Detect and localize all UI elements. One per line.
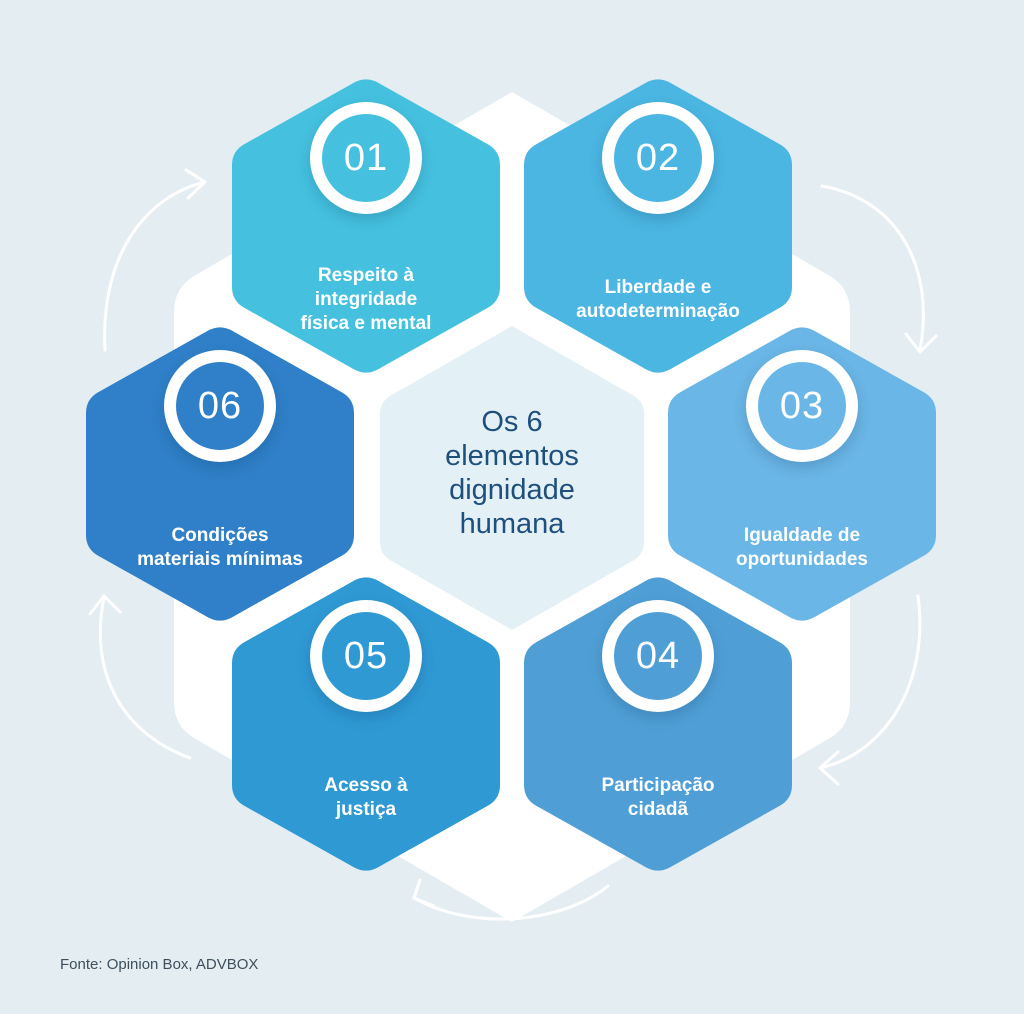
source-note: Fonte: Opinion Box, ADVBOX (60, 956, 259, 973)
element-label-02: Liberdade e autodeterminação (576, 277, 740, 322)
arrow-left (98, 596, 192, 760)
element-label-06: Condições materiais mínimas (137, 525, 303, 570)
number-badge-01: 01 (310, 102, 422, 214)
center-title: Os 6 elementos dignidade humana (445, 406, 579, 540)
element-label-05: Acesso à justiça (324, 775, 408, 820)
number-label: 03 (758, 362, 846, 450)
hexagon-05 (232, 577, 500, 871)
number-badge-03: 03 (746, 350, 858, 462)
number-badge-06: 06 (164, 350, 276, 462)
arrow-top-left (103, 180, 207, 352)
arrow-top-right (820, 184, 925, 352)
arrowhead-top-right (904, 332, 938, 354)
hexagon-06 (86, 327, 354, 621)
hexagon-01 (232, 79, 500, 373)
arrowhead-top-left (184, 168, 207, 200)
element-label-04: Participação cidadã (601, 775, 715, 820)
number-label: 01 (322, 114, 410, 202)
number-label: 04 (614, 612, 702, 700)
arrowhead-left (88, 594, 122, 616)
element-label-03: Igualdade de oportunidades (736, 525, 868, 570)
number-badge-05: 05 (310, 600, 422, 712)
number-badge-02: 02 (602, 102, 714, 214)
arrow-right (818, 594, 922, 770)
arrowhead-right (818, 750, 840, 786)
number-label: 05 (322, 612, 410, 700)
element-label-01: Respeito à integridade física e mental (300, 265, 432, 334)
number-badge-04: 04 (602, 600, 714, 712)
arrowhead-bottom (412, 878, 436, 908)
arrow-bottom (412, 884, 610, 921)
center-hexagon (380, 326, 644, 630)
hexagon-02 (524, 79, 792, 373)
hexagon-04 (524, 577, 792, 871)
number-label: 06 (176, 362, 264, 450)
hexagon-03 (668, 327, 936, 621)
number-label: 02 (614, 114, 702, 202)
